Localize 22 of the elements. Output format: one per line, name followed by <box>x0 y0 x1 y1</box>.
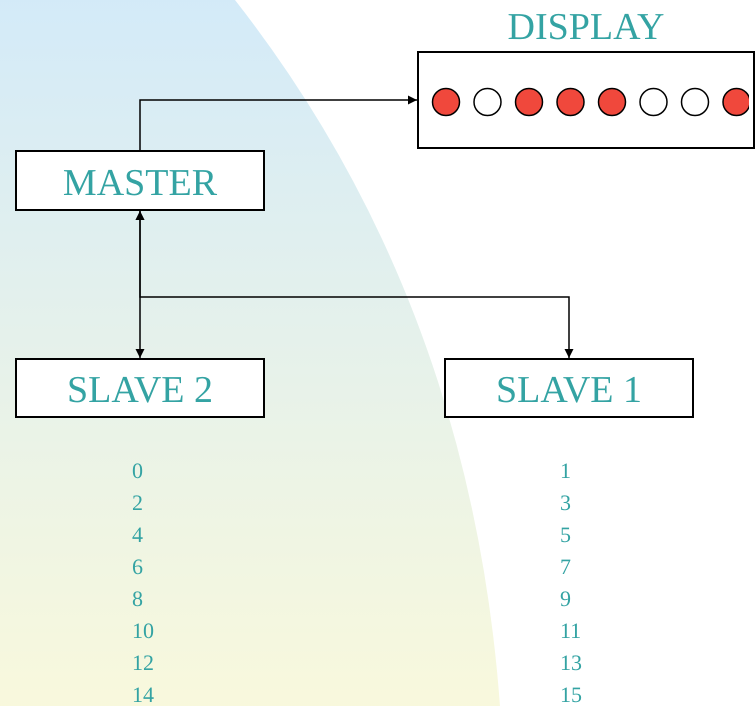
number-label: 14 <box>132 681 154 706</box>
arrow <box>139 96 417 150</box>
number-label: 9 <box>560 585 572 613</box>
number-label: 11 <box>560 617 582 645</box>
number-label: 6 <box>132 553 144 581</box>
number-label: 1 <box>560 457 572 485</box>
number-label: 12 <box>132 649 154 677</box>
process-box: MASTER <box>15 150 265 211</box>
number-label: 5 <box>560 521 572 549</box>
number-label: 15 <box>560 681 582 706</box>
number-label: 4 <box>132 521 144 549</box>
process-box: SLAVE 1 <box>444 358 694 418</box>
number-label: 8 <box>132 585 144 613</box>
arrow <box>136 211 574 358</box>
number-label: 2 <box>132 489 144 517</box>
number-label: 10 <box>132 617 154 645</box>
number-label: 13 <box>560 649 582 677</box>
process-box: SLAVE 2 <box>15 358 265 418</box>
panel-title: DISPLAY <box>506 5 666 49</box>
number-label: 7 <box>560 553 572 581</box>
number-label: 0 <box>132 457 144 485</box>
number-label: 3 <box>560 489 572 517</box>
